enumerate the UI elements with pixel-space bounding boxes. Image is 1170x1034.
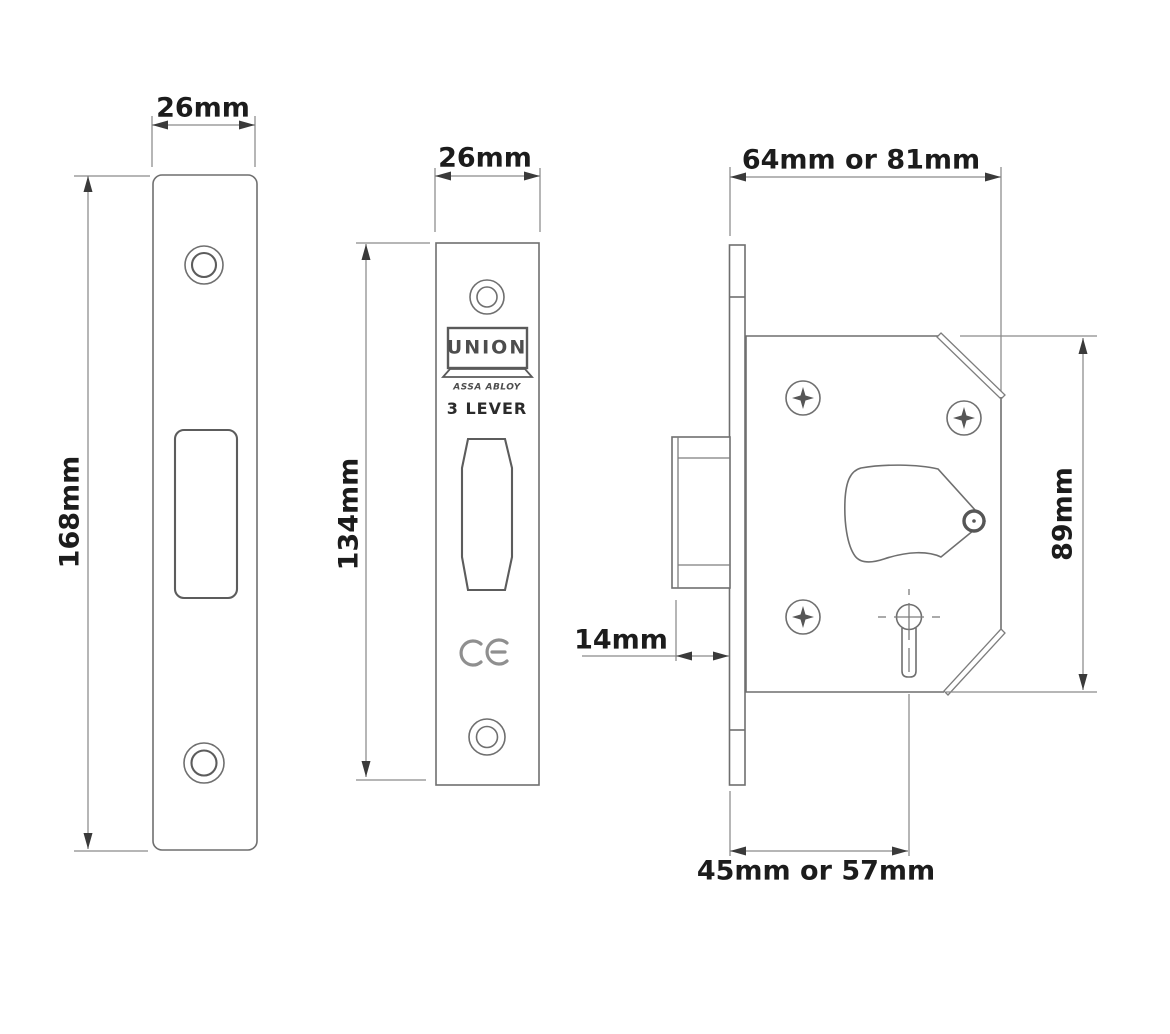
arrow-down-icon — [361, 761, 371, 777]
screw-bottom-left-icon — [785, 599, 821, 635]
keyhole-stem — [901, 628, 917, 678]
arrow-down-icon — [1078, 674, 1088, 690]
faceplate-screw-hole-top-inner — [476, 286, 498, 308]
strike-bolt-cutout — [173, 428, 239, 600]
arrow-left-icon — [676, 651, 692, 661]
bolt-throw-label: 14mm — [574, 624, 668, 656]
union-logo-box — [446, 326, 529, 370]
ce-mark-icon — [459, 638, 509, 667]
arrow-right-icon — [713, 651, 729, 661]
body-width-label: 64mm or 81mm — [741, 144, 981, 176]
arrow-left-icon — [730, 172, 746, 182]
chamfer-strip-top — [936, 332, 1006, 400]
faceplate-screw-hole-bottom-inner — [475, 725, 499, 749]
faceplate-screw-hole-bottom-outer — [468, 718, 506, 756]
arrow-down-icon — [83, 833, 93, 849]
arrow-right-icon — [524, 171, 540, 181]
arrow-right-icon — [892, 846, 908, 856]
screw-cross — [953, 407, 975, 429]
strike-plate-view — [74, 116, 258, 852]
strike-width-label: 26mm — [156, 92, 250, 124]
assa-abloy-text: ASSA ABLOY — [453, 382, 521, 393]
strike-screw-hole-bottom-inner — [190, 749, 218, 777]
strike-height-label: 168mm — [54, 455, 86, 569]
faceplate-bolt-cutout — [460, 437, 514, 592]
deadbolt — [671, 436, 731, 589]
lock-case-outline — [745, 335, 1002, 693]
ce-mark-e-arc — [485, 638, 509, 666]
keyhole-icon — [878, 589, 940, 678]
strike-screw-hole-bottom-outer — [183, 742, 225, 784]
arrow-up-icon — [83, 176, 93, 192]
arrow-up-icon — [1078, 338, 1088, 354]
body-faceplate-strip — [728, 244, 746, 786]
screw-cross — [792, 387, 814, 409]
union-logo-pedestal — [441, 368, 534, 378]
arrow-up-icon — [361, 244, 371, 260]
body-height-label: 89mm — [1047, 467, 1079, 561]
chamfer-strip-bottom — [943, 628, 1006, 696]
arrow-left-icon — [730, 846, 746, 856]
lever-pivot-dot — [972, 519, 976, 523]
ce-mark-c — [459, 639, 483, 667]
arrow-left-icon — [435, 171, 451, 181]
union-logo-text: UNION — [446, 336, 528, 359]
strike-screw-hole-top-inner — [190, 251, 218, 279]
arrow-right-icon — [985, 172, 1001, 182]
faceplate-view — [356, 168, 541, 786]
lever-count-label: 3 LEVER — [446, 399, 528, 418]
faceplate-width-label: 26mm — [438, 142, 532, 174]
lever-shape — [844, 464, 987, 563]
screw-cross — [792, 606, 814, 628]
screw-top-left-icon — [785, 380, 821, 416]
faceplate-height-label: 134mm — [333, 457, 365, 571]
arrow-left-icon — [152, 120, 168, 130]
backset-label: 45mm or 57mm — [696, 855, 936, 887]
lock-body-view — [582, 167, 1097, 856]
strike-screw-hole-top-outer — [184, 245, 224, 285]
faceplate-screw-hole-top-outer — [469, 279, 505, 315]
screw-top-right-icon — [946, 400, 982, 436]
arrow-right-icon — [239, 120, 255, 130]
